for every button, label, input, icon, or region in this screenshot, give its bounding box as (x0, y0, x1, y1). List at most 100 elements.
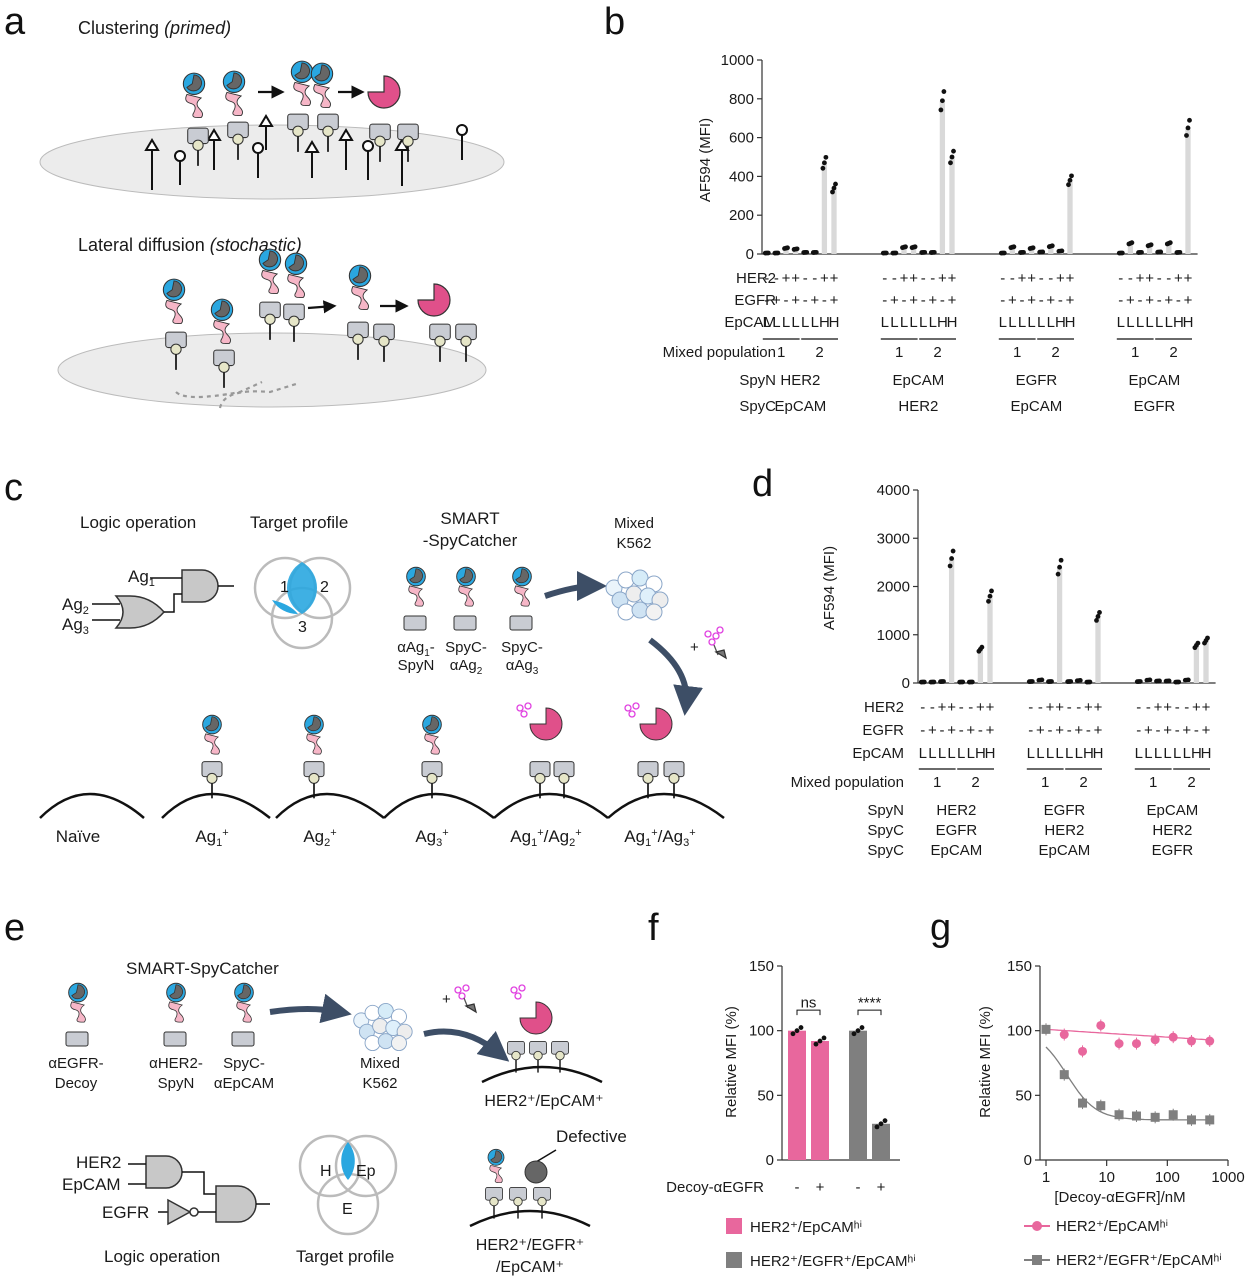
c-arrow-to-cells (544, 571, 607, 602)
spy-label: HER2 (898, 398, 938, 415)
c-logic-gates (92, 569, 234, 629)
condition-sign: - (968, 699, 973, 716)
e-arrow-2 (423, 1028, 510, 1062)
condition-sign: L (1027, 745, 1035, 762)
y-tick-label: 800 (729, 91, 754, 108)
panel-letter-d: d (752, 463, 773, 505)
condition-sign: - (892, 270, 897, 287)
condition-sign: + (1074, 722, 1083, 739)
data-point (1187, 117, 1192, 123)
condition-sign: H (1173, 314, 1184, 331)
y-tick-label: 0 (746, 246, 754, 263)
data-point (986, 598, 991, 604)
data-point (1040, 249, 1046, 255)
condition-sign: + (1145, 292, 1154, 309)
spy-label: EpCAM (931, 842, 983, 859)
y-tick-label: 600 (729, 130, 754, 147)
condition-sign: - (784, 292, 789, 309)
spy-label: HER2 (1044, 822, 1084, 839)
condition-sign: - (1086, 722, 1091, 739)
condition-sign: L (957, 745, 965, 762)
significance-bracket (796, 1009, 821, 1016)
data-point (989, 588, 994, 594)
condition-sign: L (763, 314, 771, 331)
spy-label: HER2 (936, 802, 976, 819)
data-point (1001, 250, 1007, 256)
c-venn-1: 1 (280, 579, 289, 596)
condition-sign: + (1094, 699, 1103, 716)
condition-sign: + (1018, 270, 1027, 287)
membrane-ellipse-bottom (57, 332, 487, 408)
e-smart-title: SMART-SpyCatcher (126, 959, 279, 978)
data-point (1137, 679, 1143, 684)
spy-label: EGFR (1044, 802, 1086, 819)
population-label: 1 (1041, 774, 1049, 791)
bar (949, 157, 955, 254)
y-tick-label: 2000 (877, 579, 910, 596)
data-point (1167, 240, 1173, 246)
data-point (979, 644, 985, 650)
c-cell-ag1-ag3: Ag1+/Ag3+ (624, 827, 695, 849)
condition-sign: L (1126, 314, 1134, 331)
condition-sign: + (810, 292, 819, 309)
condition-sign: L (1136, 314, 1144, 331)
condition-sign: + (890, 292, 899, 309)
clustering-title: Clustering (primed) (78, 18, 231, 38)
c-reagent-3b: αAg3 (506, 657, 539, 677)
data-point (855, 1028, 861, 1034)
data-point (1186, 1036, 1196, 1046)
data-point (1057, 564, 1062, 570)
bar (1067, 180, 1073, 254)
data-point (1096, 1101, 1106, 1111)
condition-sign: + (1192, 699, 1201, 716)
legend-label: HER2⁺/EGFR⁺/EpCAMʰⁱ (750, 1253, 916, 1270)
data-point (1131, 1039, 1141, 1049)
panel-letter-b: b (604, 1, 625, 43)
f-ylabel: Relative MFI (%) (723, 1006, 740, 1118)
condition-sign: - (1184, 699, 1189, 716)
membrane-ellipse-top (39, 124, 505, 200)
bar (821, 162, 828, 254)
e-cell-2a: HER2⁺/EGFR⁺ (476, 1237, 584, 1254)
condition-sign: H (1093, 745, 1104, 762)
condition-sign: + (1008, 292, 1017, 309)
panel-letter-a: a (4, 1, 26, 43)
bar (872, 1123, 890, 1160)
c-target-title: Target profile (250, 513, 348, 532)
condition-sign: L (1144, 745, 1152, 762)
condition-sign: - (1156, 722, 1161, 739)
data-point (1059, 1030, 1069, 1040)
condition-sign: L (772, 314, 780, 331)
spy-label: EpCAM (893, 372, 945, 389)
condition-sign: - (1067, 699, 1072, 716)
data-point (1177, 249, 1183, 255)
data-point (922, 249, 928, 255)
condition-sign: L (1173, 745, 1181, 762)
data-point (1059, 1070, 1069, 1080)
condition-sign: + (909, 292, 918, 309)
condition-sign: + (1046, 699, 1055, 716)
legend-marker (1032, 1255, 1042, 1265)
data-point (1055, 571, 1061, 577)
data-point (1205, 1115, 1215, 1125)
condition-sign: L (900, 314, 908, 331)
e-cell-1: HER2⁺/EpCAM⁺ (484, 1093, 603, 1110)
row-label: SpyC (867, 822, 904, 839)
e-reagent-1a: αEGFR- (48, 1055, 103, 1072)
data-point (804, 249, 810, 255)
condition-sign: L (1037, 314, 1045, 331)
condition-sign: + (1055, 699, 1064, 716)
panel-e: e SMART-SpyCatcher αEGFR- Decoy αHER2- S… (4, 907, 627, 1276)
data-point (949, 154, 955, 160)
condition-sign: L (1018, 314, 1026, 331)
c-cell-ag2: Ag2+ (303, 827, 336, 849)
f-plot-area: 050100150-+-+ns****Decoy-αEGFRHER2⁺/EpCA… (666, 958, 916, 1270)
c-reagent-3a: SpyC- (501, 639, 543, 656)
c-logic-title: Logic operation (80, 513, 196, 532)
bar (987, 596, 993, 683)
condition-sign: - (1136, 699, 1141, 716)
condition-sign: + (877, 1179, 886, 1196)
bar (910, 247, 917, 254)
bar (1127, 243, 1134, 254)
